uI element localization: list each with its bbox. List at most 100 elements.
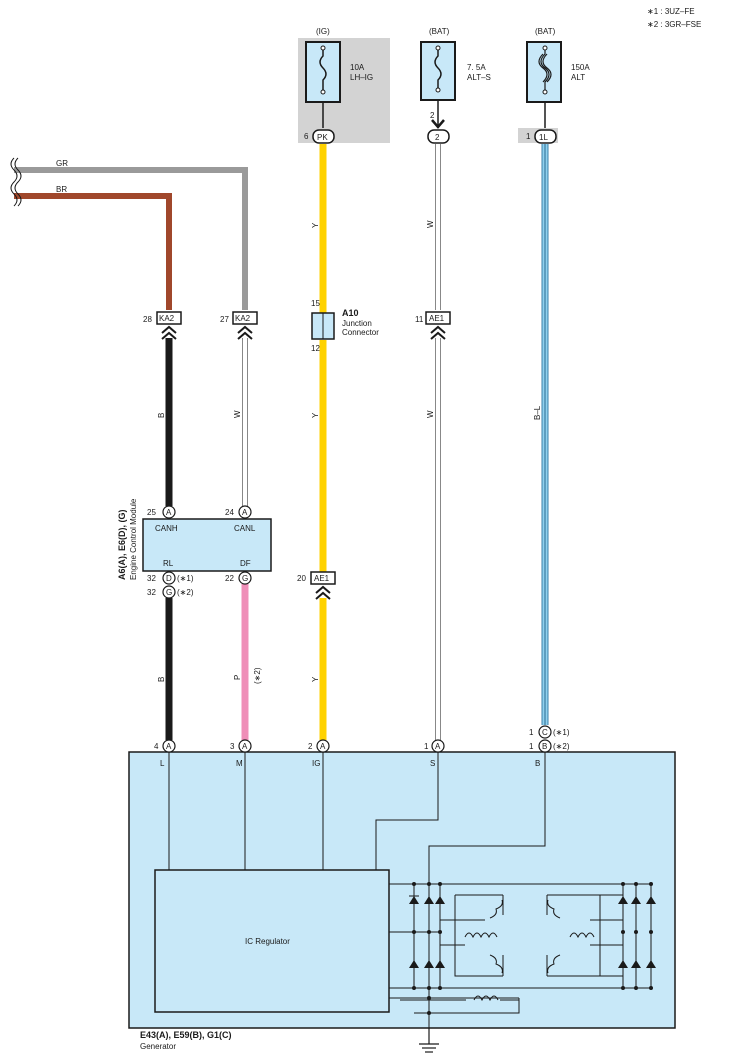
fuse-alt-source: (BAT): [535, 27, 556, 36]
connector-pk: [312, 129, 335, 144]
rectifier-diodes: [409, 882, 656, 1015]
break-mark-bottom: [14, 157, 22, 207]
stator-coils: [464, 899, 595, 1002]
fuse-alt-rating: 150A: [571, 63, 590, 72]
junction-line2: Connector: [342, 328, 379, 337]
generator-ids: E43(A), E59(B), G1(C): [140, 1030, 232, 1040]
connector-ka2-left-label: KA2: [159, 314, 175, 323]
connector-ae1-top: [425, 311, 451, 325]
label-br: BR: [56, 185, 67, 194]
gen-terminal-s: S: [430, 759, 435, 768]
ecm-canl: CANL: [234, 524, 256, 533]
gen-pin-l-num: 4: [154, 742, 159, 751]
connector-ae1-mid: [310, 571, 336, 585]
wire-br: [14, 193, 172, 310]
ic-regulator: [154, 869, 390, 1013]
connector-2: [427, 129, 450, 144]
wire-gr: [14, 167, 248, 310]
fuse-alt-name: ALT: [571, 73, 585, 82]
ecm-pin-rl1-tag: D: [166, 574, 172, 583]
ecm-ids: A6(A), E6(D), (G): [117, 510, 127, 581]
gen-pin-b2-num: 1: [529, 742, 534, 751]
ecm-box: [142, 518, 272, 572]
gen-pin-s-num: 1: [424, 742, 429, 751]
connector-ae1-top-label: AE1: [429, 314, 445, 323]
connector-ka2-left-pin: 28: [143, 315, 152, 324]
gen-terminal-b: B: [535, 759, 540, 768]
ecm-pin-canh-num: 25: [147, 508, 156, 517]
ecm-name: Engine Control Module: [129, 498, 138, 580]
ecm-pin-canl-tag: A: [242, 508, 248, 517]
gen-pin-m-tag: A: [242, 742, 248, 751]
connector-ae1-mid-arrow: [315, 585, 331, 600]
note-2: ∗2 : 3GR–FSE: [647, 20, 701, 29]
generator-name: Generator: [140, 1042, 176, 1051]
generator-pins: A 4 A 3 A 2 A 1 C 1 (∗1) B 1 (∗2): [154, 725, 570, 753]
connector-ka2-left-arrow: [161, 325, 177, 340]
connector-ae1-top-arrow: [430, 325, 446, 340]
connector-pk-label: PK: [317, 133, 328, 142]
label-w2: W: [426, 410, 435, 418]
fuse-lhig-icon: [319, 48, 327, 92]
ecm-pin-canl-num: 24: [225, 508, 234, 517]
ground-icon: [419, 1028, 439, 1053]
label-gr: GR: [56, 159, 68, 168]
ecm-pin-canh-tag: A: [166, 508, 172, 517]
fuse-lhig-source: (IG): [316, 27, 330, 36]
gen-pin-ig-tag: A: [320, 742, 326, 751]
gen-pin-b2-note: (∗2): [553, 742, 570, 751]
ecm-pin-rl2-num: 32: [147, 588, 156, 597]
ecm-pin-df-num: 22: [225, 574, 234, 583]
ecm-pin-canl: [238, 505, 252, 519]
fuse-lhig-pin: 6: [304, 132, 309, 141]
label-p: P: [233, 675, 242, 680]
gen-pin-b1-note: (∗1): [553, 728, 570, 737]
connector-ka2-right-arrow: [237, 325, 253, 340]
ecm-pin-df-tag: G: [242, 574, 248, 583]
note-1: ∗1 : 3UZ–FE: [647, 7, 695, 16]
gen-terminal-ig: IG: [312, 759, 320, 768]
connector-1l: [534, 129, 557, 144]
connector-ae1-top-pin: 11: [415, 315, 424, 324]
label-w1: W: [426, 220, 435, 228]
ecm-pin-rl2-note: (∗2): [177, 588, 194, 597]
fuse-alt-pin: 1: [526, 132, 531, 141]
fuse-alts-name: ALT–S: [467, 73, 491, 82]
connector-ae1-mid-pin: 20: [297, 574, 306, 583]
fuse-lhig-name: LH–IG: [350, 73, 373, 82]
connector-2-label: 2: [435, 133, 440, 142]
ecm-pin-canh: [162, 505, 176, 519]
fuse-alts-upper-pin: 2: [430, 111, 435, 120]
gen-pin-b1-num: 1: [529, 728, 534, 737]
gen-pin-b1-tag: C: [542, 728, 548, 737]
junction-line1: Junction: [342, 319, 372, 328]
connector-ka2-right-pin: 27: [220, 315, 229, 324]
gen-pin-m-num: 3: [230, 742, 235, 751]
ecm-pin-rl1-note: (∗1): [177, 574, 194, 583]
fuse-alts-icon: [434, 48, 442, 90]
connector-ae1-mid-label: AE1: [314, 574, 330, 583]
connector-ka2-right-label: KA2: [235, 314, 251, 323]
junction-pin-bottom: 12: [311, 344, 320, 353]
label-y2: Y: [311, 412, 320, 418]
gen-pin-l-tag: A: [166, 742, 172, 751]
label-b1: B: [157, 413, 166, 418]
ic-regulator-label: IC Regulator: [245, 937, 290, 946]
gen-terminal-l: L: [160, 759, 165, 768]
label-p-note: (∗2): [253, 667, 262, 684]
junction-id: A10: [342, 308, 359, 318]
label-b2: B: [157, 677, 166, 682]
ecm-pin-rl1-num: 32: [147, 574, 156, 583]
label-y1: Y: [311, 222, 320, 228]
break-mark-top: [10, 157, 18, 207]
rectifier-stator: [389, 883, 652, 1014]
ecm-pin-rl1: [162, 571, 176, 585]
ecm-pin-rl2: [162, 585, 176, 599]
label-w3: W: [233, 410, 242, 418]
ecm-rl: RL: [163, 559, 174, 568]
fuse-alt-icon: [538, 48, 552, 92]
gen-pin-s-tag: A: [435, 742, 441, 751]
label-y3: Y: [311, 676, 320, 682]
gen-pin-ig-num: 2: [308, 742, 313, 751]
